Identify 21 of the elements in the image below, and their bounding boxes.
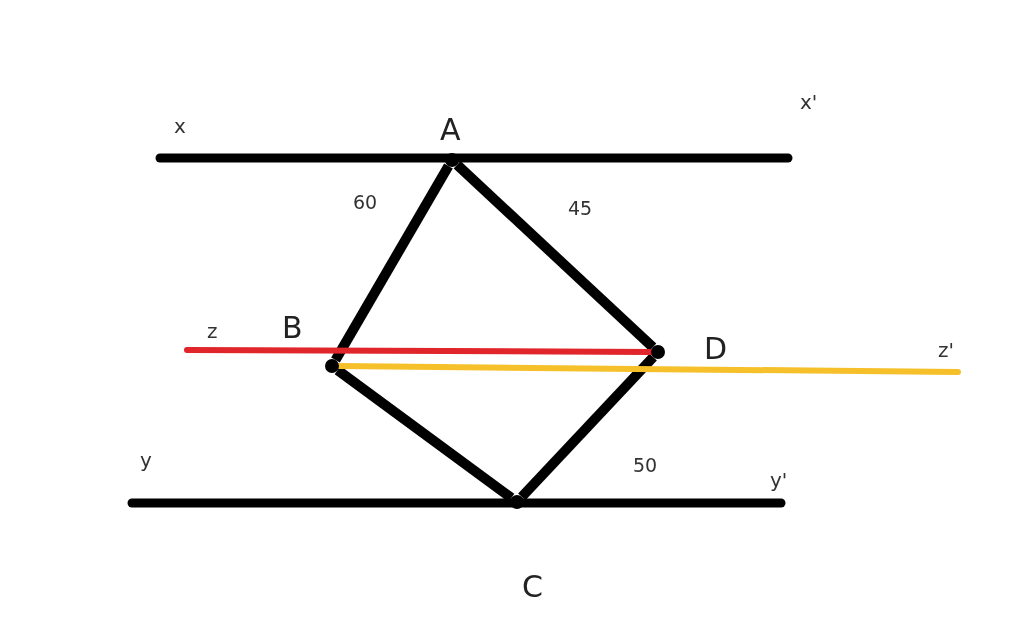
vertex-label: A (440, 115, 461, 145)
vertex-point (325, 359, 339, 373)
line-label: z (207, 321, 218, 341)
line-segment (334, 366, 515, 502)
line-segment (453, 161, 657, 351)
line-label: y (140, 450, 152, 470)
line-label: x' (800, 92, 818, 112)
line-segment (518, 353, 657, 501)
length-label: 50 (632, 456, 659, 475)
vertex-label: C (522, 572, 543, 602)
line-segment (336, 363, 961, 375)
vertex-label: D (704, 334, 728, 364)
line-segment (184, 347, 654, 355)
line-segment (331, 163, 453, 363)
line-label: x (174, 116, 186, 136)
line-label: z' (938, 340, 954, 360)
length-label: 45 (567, 199, 594, 218)
length-label: 60 (352, 193, 379, 212)
vertex-label: B (282, 313, 303, 343)
vertex-point (651, 345, 665, 359)
line-label: y' (770, 470, 788, 490)
